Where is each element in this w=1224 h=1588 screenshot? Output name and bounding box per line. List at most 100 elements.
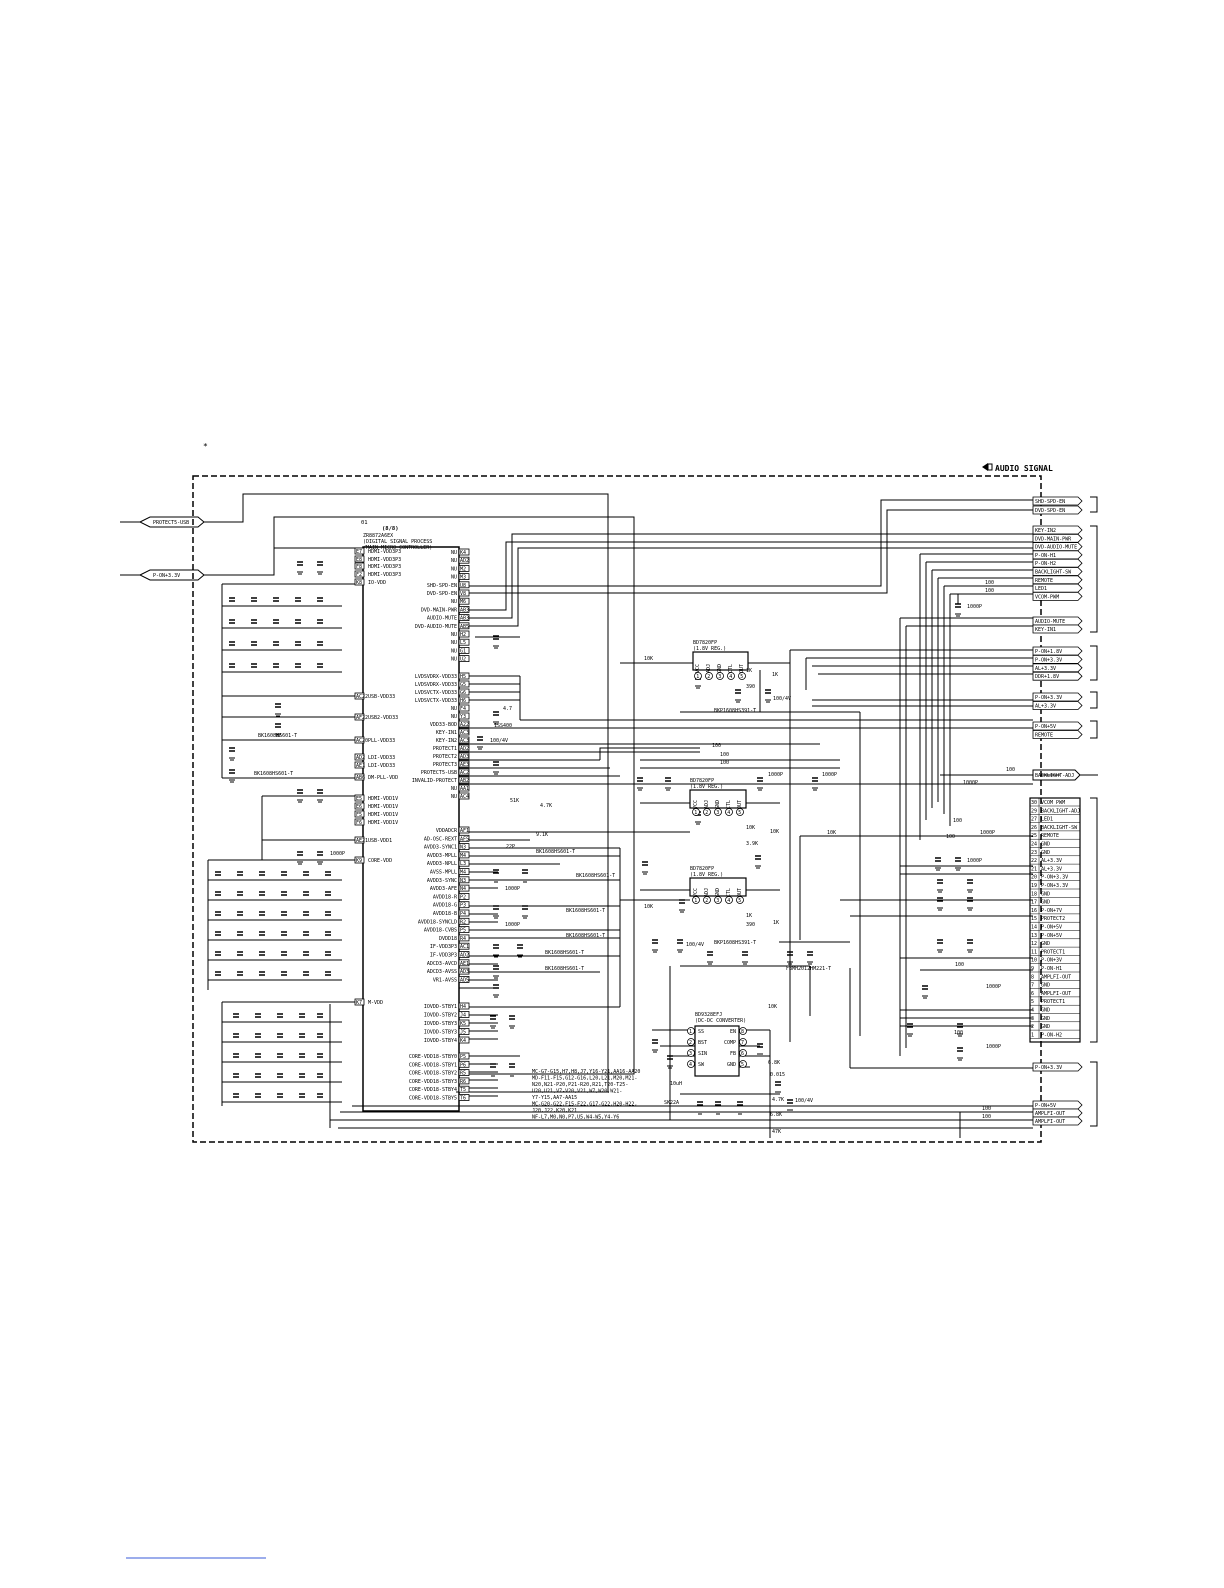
ic-right-pin-name: IF-VDD3P3 [430, 944, 457, 950]
signal-flag-label: DVD-SPD-EN [1035, 508, 1065, 514]
reg1-desc: (1.8V REG.) [693, 646, 726, 652]
ic-right-pin-name: PROTECT5-USB [421, 770, 457, 776]
reg2-name: BD7820FP [690, 778, 714, 784]
signal-flag [1032, 542, 1083, 551]
ground-symbol [317, 571, 323, 575]
cap-label-0015: 0.015 [770, 1072, 785, 1078]
ic-left-pin-num: K9 [356, 858, 362, 864]
res-label-100-d: 100 [985, 580, 994, 586]
ic-right-pin-num: AC4 [460, 794, 469, 800]
reg-pin-name: CTL [726, 800, 732, 809]
cap-label-1000p-j: 1000P [980, 830, 995, 836]
ic-right-pin-num: N3 [460, 845, 466, 851]
ic-right-pin-name: LVDSVCTX-VDD33 [415, 698, 457, 704]
ic-right-pin-num: M4 [460, 870, 466, 876]
ic-right-pin-box [458, 760, 470, 768]
reg-pin-circle [725, 808, 733, 816]
ic-note-line: J20,J22,K20,K21 [532, 1108, 577, 1114]
ic-right-pin-name: CORE-VDD18-STBY4 [409, 1087, 457, 1093]
ic-right-pin-box [458, 942, 470, 950]
ic-left-pin-num: E7 [356, 549, 362, 555]
signal-flag-label: KEY-IN2 [1035, 528, 1056, 534]
cap-label-1000p-b: 1000P [505, 922, 520, 928]
ic-right-pin-name: DVDD18 [439, 936, 457, 942]
connector-pin-name: P-ON+7V [1041, 908, 1062, 914]
ground-symbol [787, 961, 793, 965]
reg2-body [689, 789, 747, 809]
connector-pin-name: P-ON-H2 [1041, 1032, 1062, 1038]
ic-right-pin-name: DVD-MAIN-PWR [421, 607, 458, 613]
signal-flag-label: AL+3.3V [1035, 666, 1056, 672]
connector-pin-num: 9 [1031, 966, 1034, 972]
dcdc-pin-num: 4 [689, 1062, 692, 1068]
ground-symbol [967, 949, 973, 953]
ic-left-pin-num: K7 [356, 1000, 362, 1006]
ground-symbol [493, 645, 499, 649]
ic-left-pin-name: HDMI-VDD3P3 [368, 572, 401, 578]
ic-right-pin-num: AC3 [460, 738, 469, 744]
ground-symbol [652, 949, 658, 953]
dcdc-pin-num: 2 [689, 1040, 692, 1046]
ic-right-pin-num: AD3 [460, 754, 469, 760]
cap-label-1000p-a: 1000P [505, 886, 520, 892]
ic-right-pin-name: NU [451, 648, 457, 654]
ic-right-pin-name: NU [451, 599, 457, 605]
ground-symbol [297, 799, 303, 803]
res-label-10k-b: 10K [644, 904, 653, 910]
signal-flag [1032, 655, 1083, 664]
schottky-label: SK22A [664, 1100, 679, 1106]
ground-symbol [477, 746, 483, 750]
reg-pin-name: OUT [737, 888, 743, 897]
connector-pin-name: GND [1041, 900, 1050, 906]
ic-right-pin-name: IOVDD-STBY2 [424, 1013, 457, 1019]
connector-pin-num: 10 [1031, 958, 1037, 964]
ic-note-line: NF-L7,M0,N0,P7,U5,W4-W5,Y4-Y6 [532, 1115, 619, 1121]
reg-pin-circle [692, 808, 700, 816]
ic-right-pin-box [458, 792, 470, 800]
ferrite-label-3: BK1608HS601-T [536, 849, 575, 855]
ic-right-pin-box [458, 655, 470, 662]
cap-label-1000p-e: 1000P [963, 780, 978, 786]
res-label-9k1: 9.1K [536, 832, 548, 838]
ic-right-pin-num: AB2 [460, 778, 469, 784]
reg3-body [689, 877, 747, 897]
ferrite-label-1: BK1608HS601-T [258, 733, 297, 739]
ground-symbol [937, 907, 943, 911]
reg-pin-name: GND [717, 664, 723, 673]
ic-right-pin-name: NU [451, 706, 457, 712]
connector-pin-num: 23 [1031, 850, 1037, 856]
ic-right-pin-name: NU [451, 550, 457, 556]
ic-left-pin-num: K8 [356, 580, 362, 586]
ic-right-pin-box [458, 834, 470, 842]
ground-symbol [757, 787, 763, 791]
ic-right-pin-name: NU [451, 632, 457, 638]
signal-flag [1032, 533, 1083, 543]
ic-right-pin-num: R6 [460, 1079, 466, 1085]
res-label-100-g: 100 [953, 818, 962, 824]
reg-pin-circle [714, 896, 722, 904]
signal-flag-label: AL+3.3V [1035, 704, 1056, 710]
ground-symbol [493, 994, 499, 998]
ic-right-pin-box [458, 843, 470, 850]
signal-flag [1032, 1062, 1083, 1072]
ic-left-pin-box [354, 773, 365, 781]
ic-right-pin-name: NU [451, 566, 457, 572]
ic-right-pin-num: P3 [460, 903, 466, 909]
connector-pin-num: 24 [1031, 842, 1037, 848]
cap-label-1000p-c: 1000P [768, 772, 783, 778]
connector-pin-name: REMOTE [1041, 833, 1059, 839]
connector-pin-name: P-ON+3V [1041, 958, 1062, 964]
ground-symbol [955, 613, 961, 617]
ic-left-pin-box [354, 547, 365, 555]
reg-pin-circle [692, 896, 700, 904]
ic-right-pin-box [458, 597, 470, 605]
reg-pin-circle [738, 672, 746, 680]
ic-right-pin-box [458, 548, 470, 556]
dcdc-pin-num: 5 [741, 1062, 744, 1068]
signal-flag [1032, 592, 1083, 601]
ic-part: (8/8) [382, 526, 399, 532]
signal-flag-label: LED1 [1035, 586, 1047, 592]
